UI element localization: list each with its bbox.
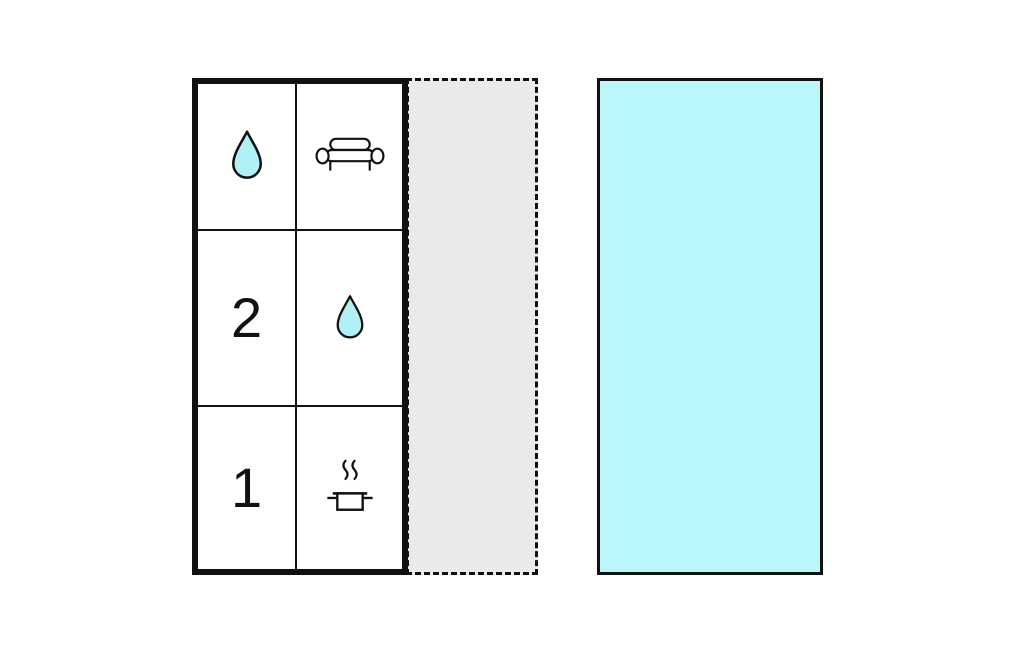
water-drop-icon [333, 294, 367, 342]
room-top-left [197, 83, 297, 230]
room-middle-right [296, 229, 403, 407]
room-top-right [296, 83, 403, 230]
sofa-icon [314, 135, 386, 177]
water-drop-icon [228, 129, 266, 183]
room-number-label: 2 [231, 286, 263, 350]
room-bottom-right [296, 406, 403, 570]
cooking-pot-icon [321, 457, 379, 519]
terrace-area [406, 78, 538, 575]
room-number-label: 1 [231, 456, 263, 520]
room-middle-left: 2 [197, 229, 297, 407]
pool-area [597, 78, 823, 575]
building-floorplan: 2 1 [192, 78, 408, 575]
room-bottom-left: 1 [197, 406, 297, 570]
